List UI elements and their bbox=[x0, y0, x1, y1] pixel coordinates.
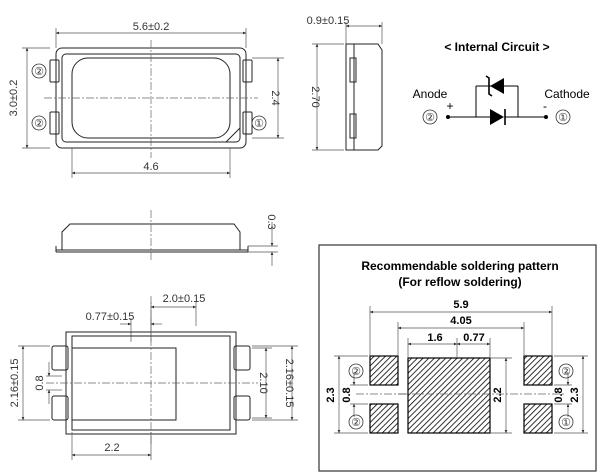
bottom-width-dim: 2.2 bbox=[104, 442, 119, 454]
top-inner-height-dim: 2.4 bbox=[269, 90, 281, 105]
solder-pin-bottom-right: ① bbox=[561, 417, 571, 429]
solder-right-height-dim: 2.3 bbox=[569, 387, 581, 402]
solder-pin-top-left: ② bbox=[351, 366, 361, 378]
bottom-pad-width-dim: 0.77±0.15 bbox=[86, 311, 135, 323]
solder-left-slot-dim: 0.8 bbox=[341, 387, 353, 402]
circuit-pin-anode: ② bbox=[425, 112, 435, 124]
top-pin-1: ① bbox=[254, 118, 264, 130]
solder-right-slot-dim: 0.8 bbox=[553, 387, 565, 402]
top-inner-width-dim: 4.6 bbox=[143, 161, 158, 173]
front-thickness-dim: 0.3 bbox=[265, 214, 277, 229]
led-diode-icon bbox=[490, 109, 504, 125]
solder-left-width-dim: 1.6 bbox=[427, 332, 442, 344]
solder-center-height-dim: 2.2 bbox=[492, 387, 504, 402]
side-view: 0.9±0.15 2.70 bbox=[307, 15, 383, 151]
top-view: 5.6±0.2 3.0±0.2 2.4 4.6 ② bbox=[8, 21, 284, 178]
anode-label: Anode bbox=[413, 87, 448, 101]
solder-pin-bottom-left: ② bbox=[351, 417, 361, 429]
cathode-label: Cathode bbox=[544, 87, 590, 101]
solder-pad-bottom-left bbox=[369, 403, 399, 434]
solder-inner-width-dim: 4.05 bbox=[450, 315, 471, 327]
bottom-view: 2.0±0.15 0.77±0.15 0.8 2.16±0.15 bbox=[9, 293, 298, 460]
front-view: 0.3 bbox=[55, 210, 278, 266]
side-height-dim: 2.70 bbox=[309, 86, 321, 107]
solder-pad-top-right bbox=[523, 355, 553, 386]
bottom-slot-dim: 0.8 bbox=[34, 375, 46, 390]
solder-pad-center bbox=[407, 357, 491, 434]
bottom-left-height-dim: 2.16±0.15 bbox=[9, 359, 21, 408]
solder-total-width-dim: 5.9 bbox=[453, 299, 468, 311]
solder-pad-top-left bbox=[369, 355, 399, 386]
solder-gap-dim: 0.77 bbox=[463, 332, 484, 344]
circuit-title: < Internal Circuit > bbox=[444, 40, 549, 54]
bottom-pad-gap-dim: 2.0±0.15 bbox=[163, 293, 206, 305]
top-height-dim: 3.0±0.2 bbox=[8, 80, 20, 117]
solder-pad-bottom-right bbox=[523, 403, 553, 434]
soldering-pattern: Recommendable soldering pattern (For ref… bbox=[318, 244, 597, 472]
internal-circuit: < Internal Circuit > Anode Cathode + - ②… bbox=[413, 40, 590, 125]
solder-pin-top-right: ② bbox=[561, 366, 571, 378]
solder-title-line1: Recommendable soldering pattern bbox=[361, 259, 558, 273]
plus-sign: + bbox=[446, 99, 453, 113]
bottom-right-height-dim: 2.16±0.15 bbox=[283, 359, 295, 408]
minus-sign: - bbox=[543, 99, 547, 113]
side-width-dim: 0.9±0.15 bbox=[307, 15, 350, 27]
solder-title-line2: (For reflow soldering) bbox=[398, 275, 521, 289]
zener-diode-icon bbox=[490, 78, 504, 94]
bottom-right-inner-dim: 2.10 bbox=[257, 372, 269, 393]
circuit-pin-cathode: ① bbox=[558, 112, 568, 124]
top-width-dim: 5.6±0.2 bbox=[133, 21, 170, 33]
solder-left-height-dim: 2.3 bbox=[325, 387, 337, 402]
top-pin-2-lower: ② bbox=[34, 118, 44, 130]
top-pin-2-upper: ② bbox=[34, 66, 44, 78]
